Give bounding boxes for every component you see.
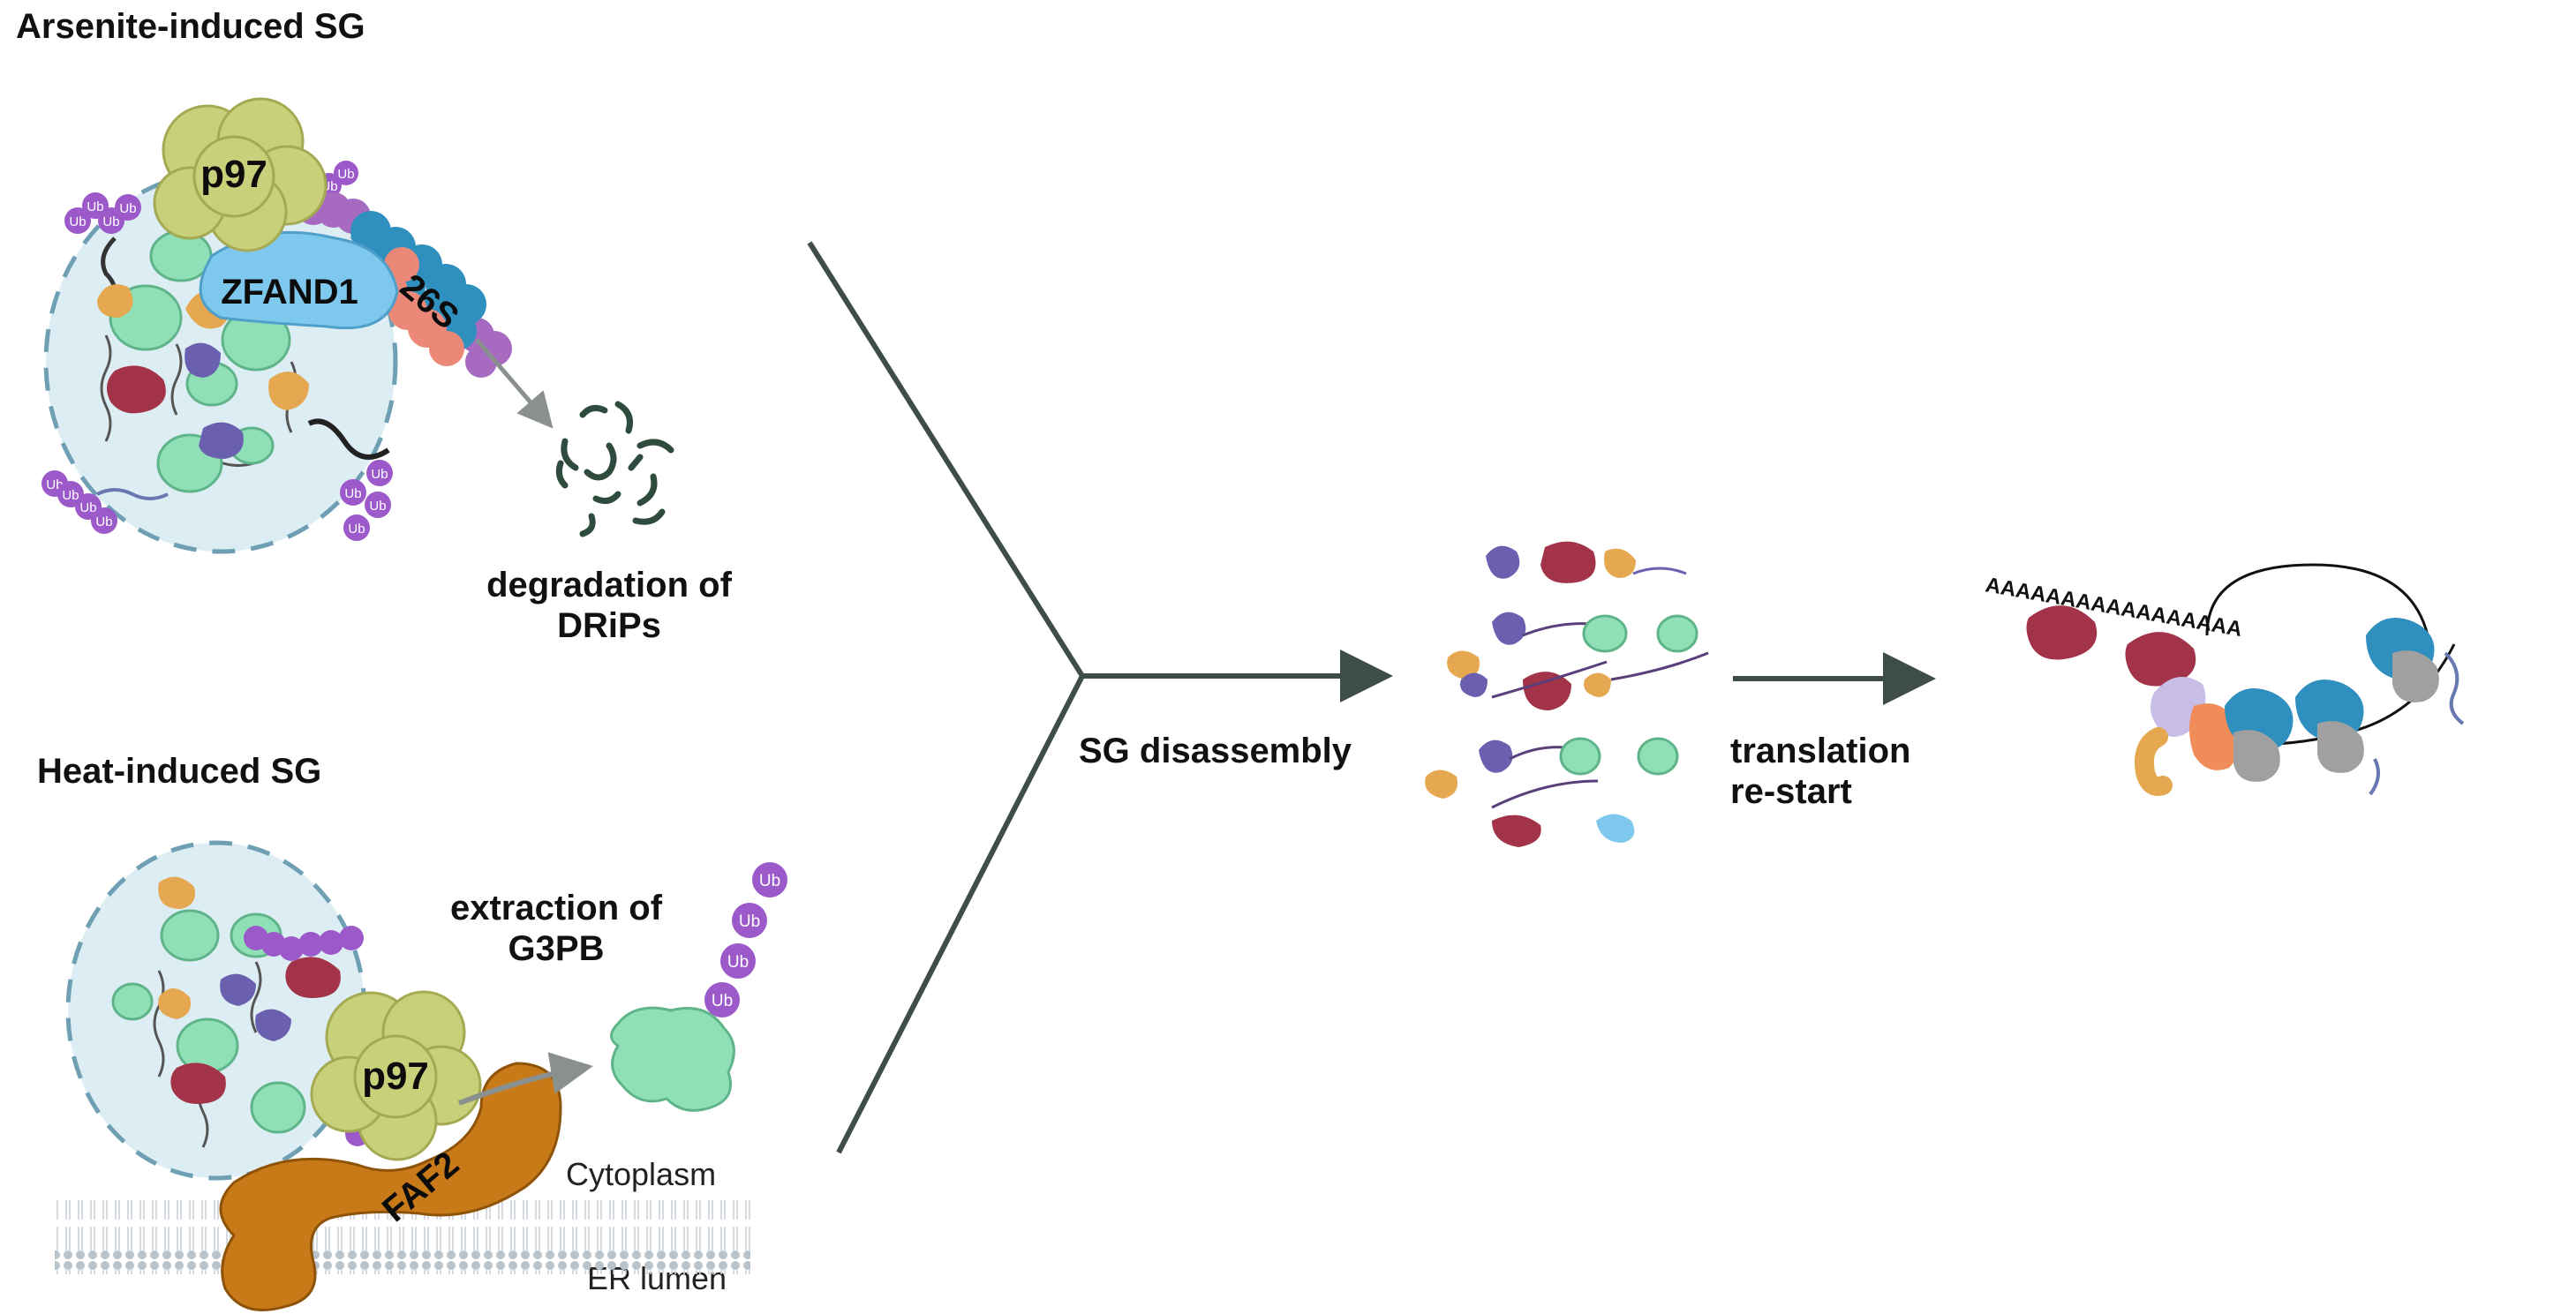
p97-heat-label: p97 (362, 1055, 429, 1098)
ub-label: Ub (759, 872, 780, 890)
ub-label: Ub (344, 486, 361, 501)
heat-sg-contents (111, 876, 341, 1148)
arsenite-ub-chain-left: Ub Ub Ub Ub (64, 192, 141, 234)
translation-complex (2026, 605, 2465, 796)
zfand1-label: ZFAND1 (221, 273, 358, 312)
ub-label: Ub (712, 992, 733, 1010)
ub-label: Ub (102, 214, 119, 229)
ub-label: Ub (79, 500, 96, 515)
arsenite-panel-title: Arsenite-induced SG (16, 7, 365, 46)
extracted-ub-chain: Ub Ub Ub Ub (704, 862, 787, 1017)
zfand1-protein: ZFAND1 (199, 230, 399, 330)
extraction-caption-text: extraction of G3PB (449, 889, 663, 968)
cytoplasm-label: Cytoplasm (566, 1156, 717, 1192)
degradation-arrow (475, 338, 554, 429)
translation-restart-label: translation re-start (1730, 731, 1951, 812)
ub-label: Ub (87, 199, 103, 214)
translation-restart-text: translation re-start (1730, 732, 1911, 811)
arsenite-ub-chain-bottom-left: Ub Ub Ub Ub (41, 470, 117, 534)
ub-label: Ub (69, 214, 86, 229)
ub-label: Ub (739, 912, 760, 931)
extracted-g3bp (610, 1006, 735, 1112)
degradation-caption: degradation of DRiPs (459, 565, 759, 646)
heat-panel-title: Heat-induced SG (37, 752, 322, 791)
arsenite-sg-contents (96, 229, 390, 500)
extraction-caption: extraction of G3PB (433, 888, 680, 969)
heat-stress-granule (65, 840, 367, 1181)
ub-label: Ub (727, 953, 749, 972)
ub-label: Ub (369, 499, 386, 514)
dispersed-sg-components (1425, 541, 1709, 847)
extraction-arrow (457, 1052, 593, 1106)
p97-arsenite: p97 (153, 97, 328, 252)
arsenite-ub-chain-bottom-right: Ub Ub Ub Ub (340, 460, 393, 541)
ub-label: Ub (62, 488, 79, 503)
convergence-lines (807, 241, 1085, 1154)
p97-arsenite-label: p97 (200, 153, 267, 196)
degradation-caption-text: degradation of DRiPs (486, 566, 732, 645)
ub-label: Ub (348, 522, 365, 537)
ub-label: Ub (119, 201, 136, 216)
ub-label: Ub (371, 467, 388, 482)
poly-a-tail: AAAAAAAAAAAAAAAAA (1984, 573, 2244, 642)
poly-a-text: AAAAAAAAAAAAAAAAA (1984, 573, 2244, 642)
p97-heat: p97 (310, 990, 482, 1161)
ub-label: Ub (95, 514, 112, 529)
ub-label: Ub (337, 167, 354, 182)
drips-fragments-icon (555, 401, 674, 537)
sg-disassembly-label: SG disassembly (1079, 732, 1352, 770)
